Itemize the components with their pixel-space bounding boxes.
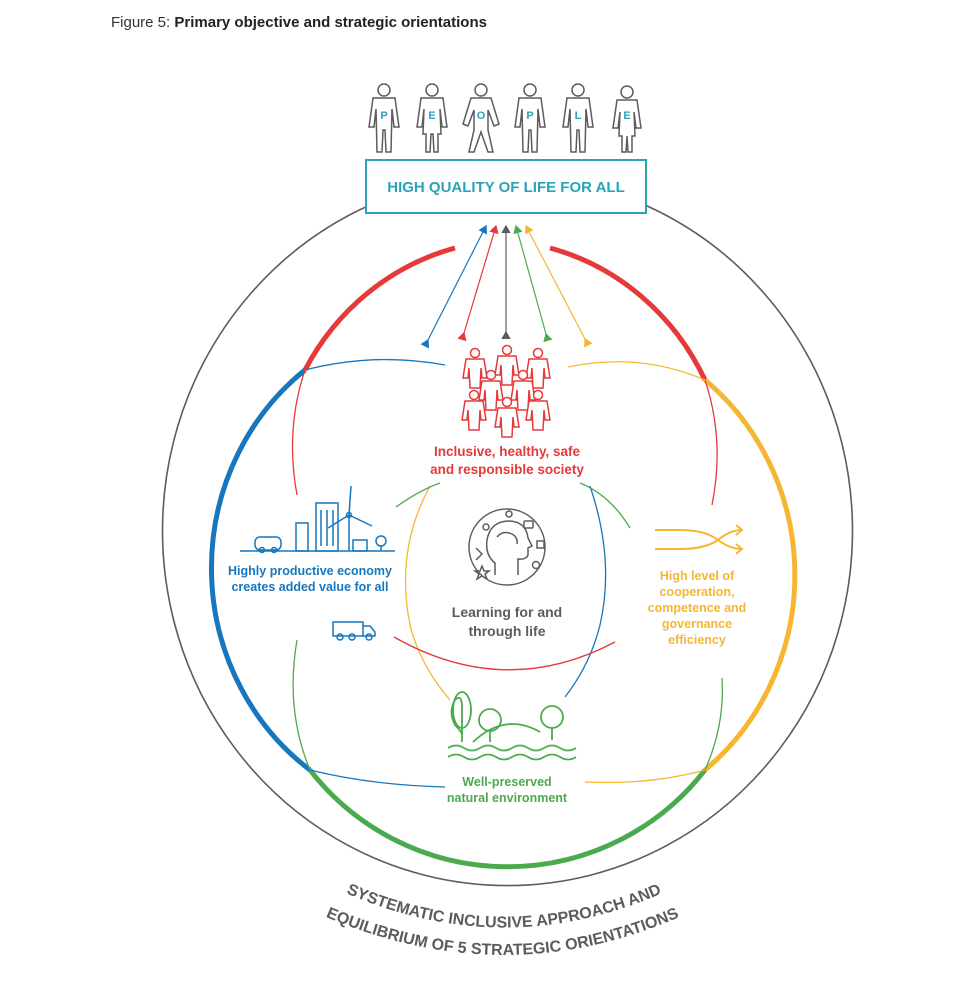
person-icon (612, 85, 642, 153)
outer-ring-text-1: SYSTEMATIC INCLUSIVE APPROACH AND (344, 881, 663, 931)
environment-label-line2: natural environment (447, 791, 568, 805)
crossing-arrows-icon (655, 524, 744, 555)
learning-label-line1: Learning for and (452, 604, 562, 620)
learning-head-icon (468, 508, 546, 586)
society-label-line1: Inclusive, healthy, safe (434, 444, 581, 459)
arrow-blue (420, 224, 488, 349)
economy-arc-thin-bottom (309, 769, 446, 788)
cooperation-arc-thin-top (567, 361, 706, 381)
cooperation-arc-thin-bottom (584, 769, 706, 784)
cooperation-arc-thick (703, 378, 798, 772)
outer-ring (161, 204, 854, 887)
learning-label-line2: through life (469, 623, 546, 639)
outer-ring-text-2: EQUILIBRIUM OF 5 STRATEGIC ORIENTATIONS (324, 905, 681, 959)
person-icon (514, 83, 546, 153)
economy-city-icon (240, 485, 395, 554)
inner-arc-blue-right (564, 485, 607, 698)
economy-label-line2: creates added value for all (231, 580, 388, 594)
person-icon (368, 83, 400, 153)
people-letter: O (477, 110, 486, 122)
person-icon (462, 83, 500, 153)
inner-arc-yellow-left (404, 485, 451, 701)
figure-caption-prefix: Figure 5: (111, 14, 175, 31)
society-arc-thin-left (291, 369, 306, 496)
person-icon (562, 83, 594, 153)
nature-trees-icon (447, 691, 577, 761)
society-arc-thick-right (549, 245, 708, 382)
cooperation-label-line4: governance (662, 617, 732, 631)
inner-arc-red-bottom (393, 636, 616, 671)
economy-arc-thick (208, 368, 312, 772)
cooperation-label-line1: High level of (660, 569, 735, 583)
people-letters: P E O P L E (380, 110, 630, 122)
person-icon (416, 83, 448, 153)
cooperation-label-line5: efficiency (668, 633, 726, 647)
figure-caption-title: Primary objective and strategic orientat… (174, 14, 487, 31)
goal-box (365, 159, 647, 214)
people-letter: E (428, 110, 435, 122)
people-letter: L (575, 110, 582, 122)
people-letter: P (380, 110, 387, 122)
truck-icon (332, 621, 376, 641)
cooperation-label-line2: cooperation, (659, 585, 734, 599)
environment-arc-thick (308, 768, 707, 870)
environment-arc-thin-left (292, 639, 311, 771)
outer-ring-label-line2: EQUILIBRIUM OF 5 STRATEGIC ORIENTATIONS (324, 905, 681, 959)
society-arc-thin-right (704, 379, 718, 506)
arrow-green (513, 224, 553, 343)
arrow-yellow (525, 224, 593, 348)
society-group-icon (461, 344, 551, 438)
economy-label-line1: Highly productive economy (228, 564, 392, 578)
outer-ring-label-line1: SYSTEMATIC INCLUSIVE APPROACH AND (344, 881, 663, 931)
environment-label-line1: Well-preserved (462, 775, 551, 789)
arrow-red (457, 224, 499, 342)
figure-caption: Figure 5: Primary objective and strategi… (111, 14, 487, 31)
inner-arc-green-top-right (579, 482, 631, 529)
goal-label: HIGH QUALITY OF LIFE FOR ALL (387, 179, 625, 196)
society-arc-thick (302, 245, 456, 372)
economy-arc-thin-top (304, 358, 446, 371)
people-figures (368, 83, 642, 153)
society-label-line2: and responsible society (430, 462, 584, 477)
people-letter: E (623, 110, 630, 122)
inner-arc-green-top (395, 482, 441, 508)
cooperation-label-line3: competence and (648, 601, 747, 615)
people-letter: P (526, 110, 533, 122)
environment-arc-thin-right (704, 677, 724, 771)
